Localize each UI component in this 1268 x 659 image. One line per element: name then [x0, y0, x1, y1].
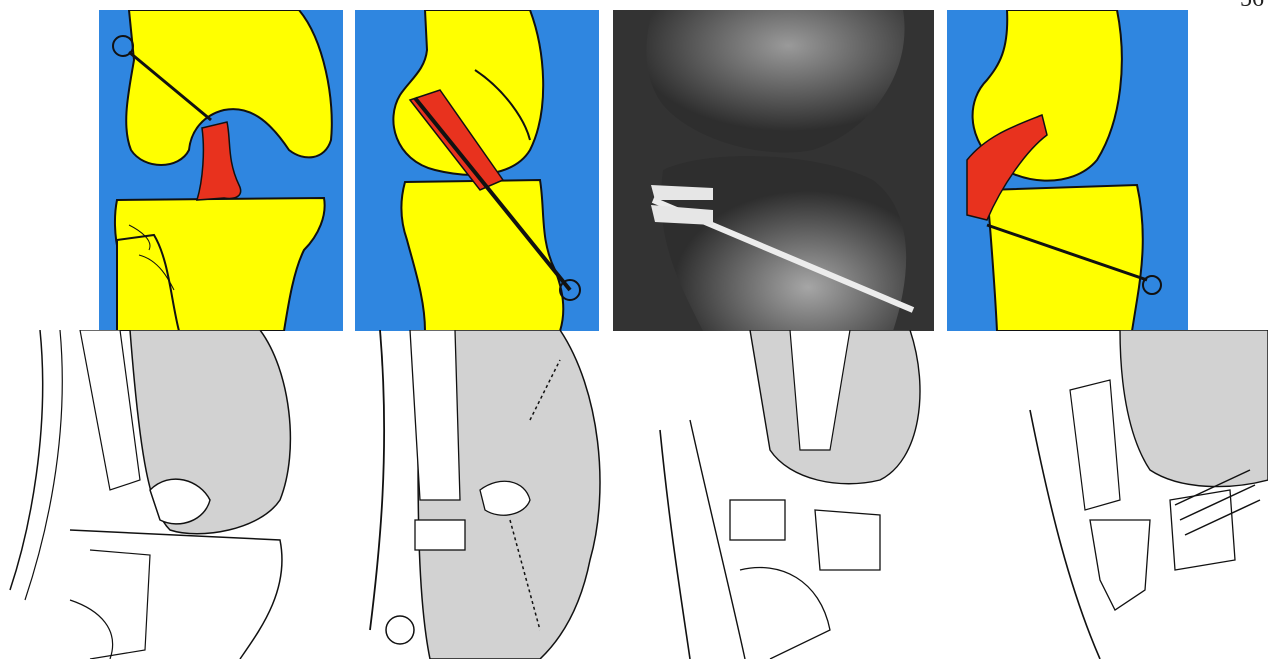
sketch-dissection-stage-3	[650, 330, 950, 659]
illustration-front-view	[99, 10, 343, 331]
radiograph-lateral-knee	[613, 10, 934, 331]
illustration-side-view-posterior	[947, 10, 1188, 331]
sketch-dissection-stage-4	[1000, 330, 1268, 659]
sketch-dissection-stage-2	[360, 330, 620, 659]
page-number: 56	[1240, 0, 1264, 13]
sketch-dissection-stage-1	[0, 330, 300, 659]
illustration-side-view-oblique	[355, 10, 599, 331]
